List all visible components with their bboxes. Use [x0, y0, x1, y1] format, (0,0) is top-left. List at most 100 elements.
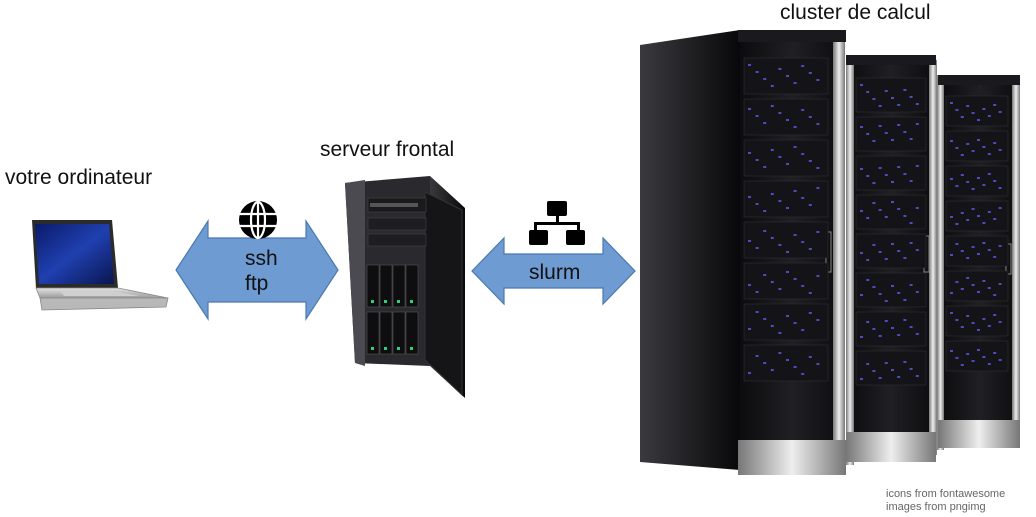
rack-bay [945, 235, 1009, 267]
rack-led [793, 366, 797, 368]
rack-led [866, 133, 870, 135]
rack-led [915, 375, 919, 377]
rack-led [897, 292, 901, 294]
rack-led [763, 362, 767, 364]
rack-led [816, 363, 820, 365]
rack-led [755, 159, 759, 161]
rack-led [987, 153, 991, 155]
rack-led [977, 139, 980, 141]
rack-led [755, 203, 759, 205]
rack-led [801, 373, 805, 375]
rack-led [801, 65, 805, 67]
rack-led [909, 222, 913, 224]
rack-led [971, 246, 975, 248]
rack-bay [743, 180, 829, 218]
laptop-image [32, 220, 169, 311]
rack-led [909, 242, 913, 244]
rack-led [801, 109, 805, 111]
rack-led [950, 178, 953, 180]
rack-led [755, 355, 759, 357]
rack-led [748, 284, 751, 286]
rack-led [915, 207, 919, 209]
rack-led [966, 277, 970, 279]
rack-led [770, 237, 774, 239]
rack-led [960, 364, 964, 366]
rack-led [763, 318, 767, 320]
left-double-arrow [175, 218, 339, 322]
rack-led [816, 275, 820, 277]
rack-led [915, 333, 919, 335]
rack-led [960, 326, 964, 328]
rack-led [909, 284, 913, 286]
rack-led [763, 230, 767, 232]
rack-led [897, 208, 901, 210]
rack-led [878, 335, 882, 337]
rack-led [993, 256, 997, 258]
rack-led [966, 143, 970, 145]
rack-led [891, 139, 894, 141]
rack-led [950, 140, 953, 142]
rack-led [793, 322, 797, 324]
rack-led [801, 285, 805, 287]
rack-led [860, 126, 863, 128]
rack-led [998, 187, 1002, 189]
ftp-label: ftp [245, 272, 269, 295]
rack-led [884, 258, 888, 260]
rack-led [793, 278, 797, 280]
rack-led [993, 180, 997, 182]
rack-led [878, 209, 882, 211]
rack-led [801, 329, 805, 331]
rack-led [950, 254, 953, 256]
rack-led [808, 160, 812, 162]
rack-led [982, 222, 986, 224]
credit-images: images from pngimg [886, 501, 986, 513]
rack-led [998, 321, 1002, 323]
rack-bay [855, 77, 927, 113]
rack-bay [855, 350, 927, 386]
rack-bay [743, 344, 829, 382]
rack-led [770, 105, 774, 107]
rack-led [860, 210, 863, 212]
rack-led [808, 312, 812, 314]
computer-label: votre ordinateur [5, 166, 153, 189]
rack-led [998, 111, 1002, 113]
rack-led [998, 283, 1002, 285]
rack-led [903, 215, 907, 217]
rack-led [763, 210, 767, 212]
rack-led [793, 126, 797, 128]
rack-led [808, 204, 812, 206]
rack-led [966, 315, 970, 317]
rack-led [866, 259, 870, 261]
frontend-server-label: serveur frontal [320, 138, 455, 161]
slurm-label: slurm [529, 261, 581, 284]
rack-led [748, 64, 751, 66]
rack-led [866, 279, 870, 281]
rack-led [816, 167, 820, 169]
rack-led [872, 140, 876, 142]
rack-led [960, 116, 964, 118]
rack-led [860, 84, 863, 86]
rack-led [748, 152, 751, 154]
rack-bay [743, 139, 829, 177]
rack-led [808, 292, 812, 294]
rack-led [891, 181, 894, 183]
rack-led [977, 349, 980, 351]
rack-led [977, 291, 980, 293]
rack-led [763, 166, 767, 168]
rack-led [755, 71, 759, 73]
rack-led [950, 292, 953, 294]
cluster-label: cluster de calcul [780, 1, 931, 24]
rack-led [878, 167, 882, 169]
rack-led [786, 75, 789, 77]
rack-led [891, 201, 894, 203]
rack-led [955, 357, 959, 359]
rack-led [897, 250, 901, 252]
rack-led [915, 291, 919, 293]
rack-led [866, 175, 870, 177]
rack-led [816, 187, 820, 189]
rack-led [755, 291, 759, 293]
rack-led [993, 142, 997, 144]
rack-led [971, 112, 975, 114]
rack-led [763, 122, 767, 124]
